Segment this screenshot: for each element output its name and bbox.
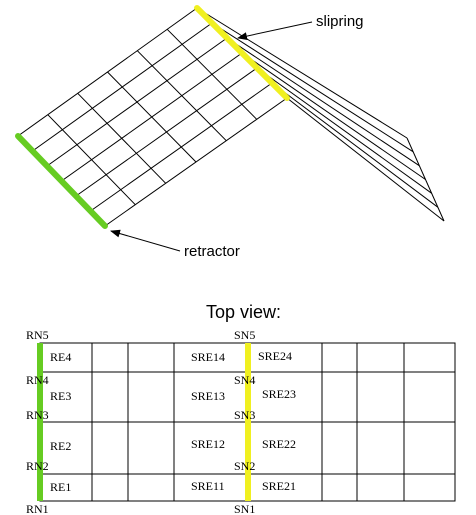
- perspective-belt-tail: [196, 7, 445, 222]
- belt-cross-line: [166, 28, 258, 120]
- node-label-rn2: RN2: [26, 459, 49, 473]
- node-label-rn4: RN4: [26, 373, 49, 387]
- element-label-sre14: SRE14: [191, 350, 225, 364]
- retractor-arrow: [110, 229, 181, 252]
- node-label-sn5: SN5: [234, 328, 255, 342]
- tail-line: [286, 97, 445, 222]
- node-label-rn1: RN1: [26, 502, 49, 515]
- element-label-sre12: SRE12: [191, 437, 225, 451]
- tail-line: [271, 82, 439, 208]
- node-label-sn3: SN3: [234, 408, 255, 422]
- belt-cross-line: [47, 114, 136, 206]
- element-label-sre13: SRE13: [191, 389, 225, 403]
- element-label-sre22: SRE22: [262, 437, 296, 451]
- tail-tip-line: [406, 137, 445, 222]
- perspective-belt-mesh: [17, 7, 288, 227]
- tail-line: [256, 67, 432, 194]
- belt-cross-line: [77, 92, 167, 184]
- element-label-re4: RE4: [50, 350, 71, 364]
- belt-cross-line: [107, 71, 197, 163]
- node-label-sn2: SN2: [234, 459, 255, 473]
- element-label-re1: RE1: [50, 480, 71, 494]
- node-label-rn5: RN5: [26, 328, 49, 342]
- slipring-bar: [194, 5, 290, 101]
- tail-line: [226, 37, 420, 167]
- retractor-bar: [15, 133, 108, 229]
- top-view-title: Top view:: [206, 302, 281, 322]
- tail-line: [196, 7, 408, 139]
- element-label-re3: RE3: [50, 389, 71, 403]
- element-label-re2: RE2: [50, 439, 71, 453]
- slipring-arrow: [237, 21, 313, 41]
- retractor-label: retractor: [184, 243, 240, 260]
- element-label-sre21: SRE21: [262, 479, 296, 493]
- element-label-sre23: SRE23: [262, 387, 296, 401]
- node-label-sn4: SN4: [234, 373, 255, 387]
- slipring-label: slipring: [316, 13, 364, 30]
- node-label-rn3: RN3: [26, 408, 49, 422]
- tail-line: [211, 22, 414, 153]
- belt-cross-line: [136, 50, 227, 142]
- element-label-sre24: SRE24: [258, 349, 292, 363]
- node-label-sn1: SN1: [234, 502, 255, 515]
- element-label-sre11: SRE11: [191, 479, 225, 493]
- tail-line: [241, 52, 426, 180]
